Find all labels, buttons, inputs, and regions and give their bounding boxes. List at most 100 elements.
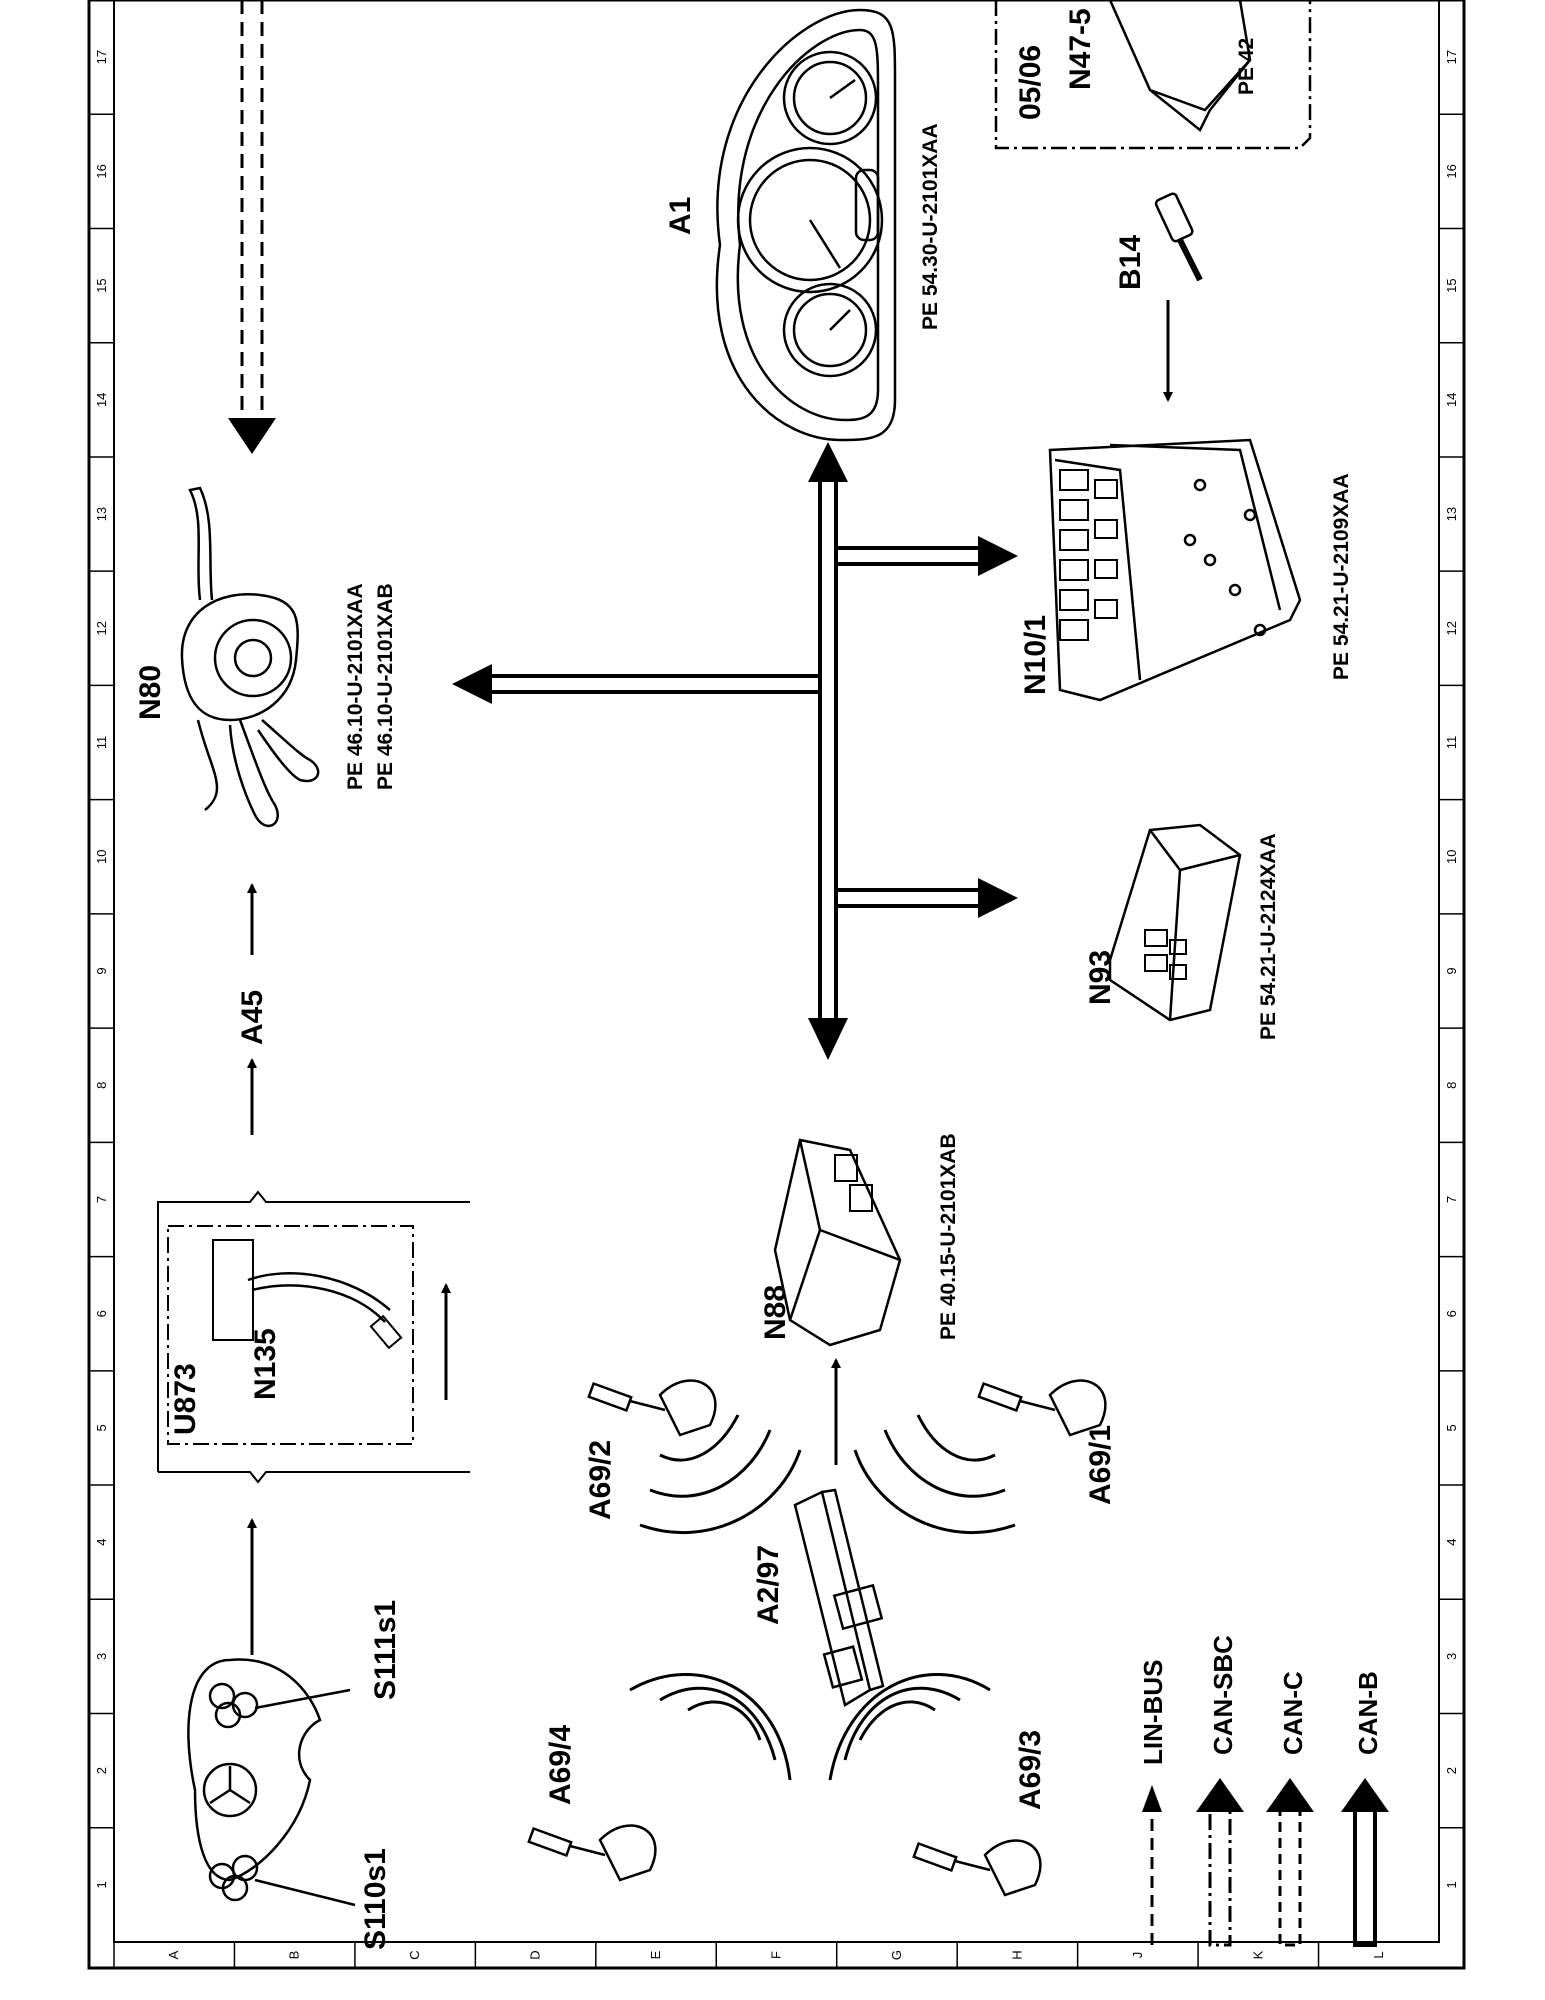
grid-number: 8: [94, 1082, 109, 1089]
grid-number: 3: [94, 1653, 109, 1660]
a1-instrument-cluster: [715, 8, 897, 442]
n47-5-module: [994, 0, 1312, 150]
a69-1-sensor: [977, 1379, 1107, 1437]
grid-number: 7: [1444, 1196, 1459, 1203]
grid-number: 12: [94, 621, 109, 635]
a69-4-sensor: [527, 1824, 657, 1882]
legend-can-sbc-label: CAN-SBC: [1208, 1635, 1238, 1755]
ref-n47-5: PE 42: [1235, 38, 1258, 95]
n88-tire-pressure-module: [773, 1138, 902, 1347]
grid-number: 10: [1444, 850, 1459, 864]
grid-number: 11: [1444, 736, 1459, 750]
grid-letter: A: [166, 1950, 181, 1959]
grid-number: 14: [1444, 393, 1459, 407]
label-a2-97: A2/97: [752, 1545, 785, 1625]
a2-97-antenna: [793, 1488, 885, 1707]
legend-can-b: CAN-B: [1341, 1671, 1389, 1947]
legend-can-c-label: CAN-C: [1278, 1671, 1308, 1755]
grid-number: 16: [94, 164, 109, 178]
signal-arrows: [247, 300, 1173, 1655]
label-a69-3: A69/3: [1014, 1730, 1047, 1810]
n80-combination-switch: [180, 486, 320, 827]
label-a69-1: A69/1: [1084, 1425, 1117, 1505]
grid-letter: K: [1250, 1950, 1265, 1959]
grid-number: 1: [1444, 1881, 1459, 1888]
label-s111s1: S111s1: [369, 1600, 402, 1700]
grid-number: 14: [94, 393, 109, 407]
legend-can-sbc: CAN-SBC: [1196, 1635, 1244, 1947]
ref-n93: PE 54.21-U-2124XAA: [1257, 833, 1280, 1040]
grid-number: 10: [94, 850, 109, 864]
grid-number: 4: [94, 1539, 109, 1546]
grid-number: 3: [1444, 1653, 1459, 1660]
ref-a1: PE 54.30-U-2101XAA: [919, 123, 942, 330]
grid-number: 1: [94, 1881, 109, 1888]
label-n47-5: N47-5: [1064, 8, 1097, 90]
label-a1: A1: [664, 197, 697, 235]
label-a69-2: A69/2: [584, 1440, 617, 1520]
grid-number: 4: [1444, 1539, 1459, 1546]
grid-number: 5: [94, 1424, 109, 1431]
ref-n80-2: PE 46.10-U-2101XAB: [374, 583, 397, 790]
ref-n88: PE 40.15-U-2101XAB: [937, 1133, 960, 1340]
n93-module: [1108, 823, 1242, 1022]
grid-letter: E: [648, 1950, 663, 1959]
grid-letter: L: [1371, 1951, 1386, 1958]
a69-3-sensor: [912, 1839, 1042, 1897]
grid-number: 5: [1444, 1424, 1459, 1431]
label-a45: A45: [236, 990, 269, 1045]
grid-number: 17: [1444, 50, 1459, 64]
label-n135: N135: [249, 1328, 282, 1400]
legend-can-b-label: CAN-B: [1353, 1671, 1383, 1755]
legend-can-c: CAN-C: [1266, 1671, 1314, 1947]
grid-number: 15: [1444, 278, 1459, 292]
ref-n10-1: PE 54.21-U-2109XAA: [1330, 473, 1353, 680]
grid-number: 13: [1444, 507, 1459, 521]
n10-1-sam-module: [1048, 438, 1302, 702]
ref-n80-1: PE 46.10-U-2101XAA: [344, 583, 367, 790]
grid-number: 7: [94, 1196, 109, 1203]
steering-wheel-switches: [187, 1658, 356, 1907]
can-b-bus: [452, 442, 1018, 1060]
label-n88: N88: [759, 1285, 792, 1340]
grid-letter: G: [889, 1950, 904, 1960]
grid-letter: J: [1130, 1952, 1145, 1959]
grid-letter: B: [287, 1951, 302, 1960]
legend: LIN-BUS CAN-SBC CAN-C CAN-B: [1138, 1635, 1389, 1947]
label-n10-1: N10/1: [1019, 615, 1052, 695]
grid-number: 2: [1444, 1767, 1459, 1774]
radio-waves: [629, 1414, 1016, 1781]
grid-number: 13: [94, 507, 109, 521]
b14-temperature-sensor: [1154, 192, 1203, 282]
label-s110s1: S110s1: [359, 1848, 392, 1950]
grid-number: 16: [1444, 164, 1459, 178]
a69-2-sensor: [587, 1379, 717, 1437]
labels: S110s1 S111s1 U873 N135 A45 N80 PE 46.10…: [134, 8, 1353, 1950]
grid-number: 9: [94, 967, 109, 974]
grid-number: 9: [1444, 967, 1459, 974]
label-date: 05/06: [1014, 45, 1047, 120]
label-n93: N93: [1084, 950, 1117, 1005]
label-u873: U873: [169, 1363, 202, 1435]
grid-letter: F: [769, 1951, 784, 1959]
label-a69-4: A69/4: [544, 1725, 577, 1805]
grid-number: 15: [94, 278, 109, 292]
grid-letter: C: [407, 1950, 422, 1959]
grid-number: 2: [94, 1767, 109, 1774]
grid-number: 6: [94, 1310, 109, 1317]
grid-letter: D: [528, 1950, 543, 1959]
legend-lin-bus: LIN-BUS: [1138, 1660, 1168, 1945]
grid-number: 17: [94, 50, 109, 64]
grid-number: 12: [1444, 621, 1459, 635]
lin-bus-dashed-vertical: [228, 0, 276, 454]
grid-number: 11: [94, 736, 109, 750]
u873-box: [157, 1190, 470, 1484]
legend-lin-bus-label: LIN-BUS: [1138, 1660, 1168, 1765]
grid-number: 6: [1444, 1310, 1459, 1317]
grid-letter: H: [1009, 1950, 1024, 1959]
label-n80: N80: [134, 665, 167, 720]
label-b14: B14: [1114, 235, 1147, 290]
grid-number: 8: [1444, 1082, 1459, 1089]
